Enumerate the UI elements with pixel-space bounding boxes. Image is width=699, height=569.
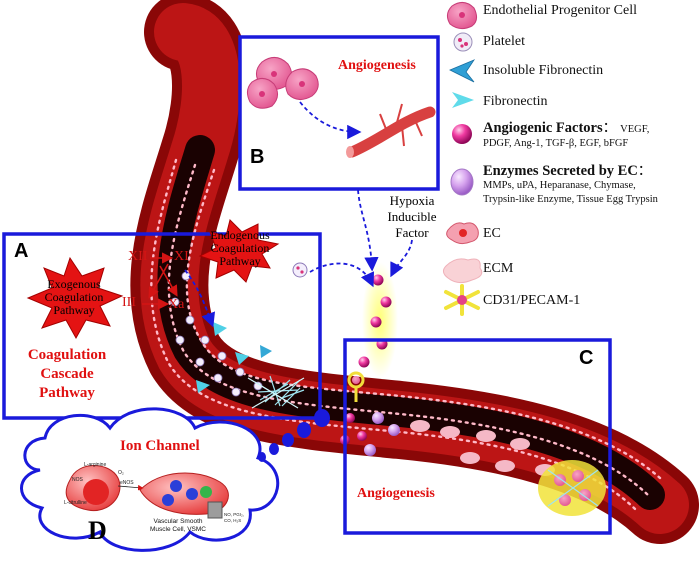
legend-angio-colon: ： (602, 121, 617, 136)
legend-enzymes-colon: ： (637, 164, 652, 179)
hif-line-2: Inducible (387, 209, 437, 224)
endo-line-2: Coagulation (210, 241, 270, 255)
legend-platelet-label: Platelet (483, 34, 525, 49)
no-line-1: NO, PGI₂, (224, 512, 244, 517)
panel-b-down-arrow-2 (390, 239, 413, 278)
exogenous-star (26, 256, 124, 340)
legend-platelet: Platelet (483, 34, 525, 49)
coagulation-factor-arrows (142, 252, 178, 310)
hif-line-3: Factor (395, 225, 429, 240)
panel-b-sprouting-vessel (346, 103, 436, 158)
vsmc-line-2: Muscle Cell, VSMC (150, 526, 206, 533)
panel-d-title: Ion Channel (120, 438, 200, 454)
panel-c-molecules (340, 412, 555, 476)
legend-fn-label: Fibronectin (483, 94, 548, 109)
enzyme-icon (450, 168, 474, 196)
legend-epc: Endothelial Progenitor Cell (483, 3, 637, 18)
no-line-2: CO, H₂S (224, 518, 242, 523)
panel-b-down-arrow-1 (357, 189, 379, 272)
legend-insoluble-fn-label: Insoluble Fibronectin (483, 63, 604, 78)
endogenous-star (198, 219, 280, 283)
panel-a-title-1: Coagulation (27, 347, 107, 363)
label-l-citrulline: L-citrulline (64, 500, 87, 506)
panel-b-epc-cells (246, 57, 319, 109)
label-nos: NOS (72, 477, 83, 483)
exogenous-label: Exogenous Coagulation Pathway (28, 278, 120, 317)
cloud-connector-dots (258, 409, 330, 462)
legend-angio-factors: Angiogenic Factors： VEGF, PDGF, Ang-1, T… (483, 121, 697, 151)
endo-line-3: Pathway (219, 254, 261, 268)
cd31-icon (444, 284, 480, 316)
panel-d-cells (65, 465, 229, 519)
fibronectin-marks (196, 322, 272, 393)
legend-epc-label: Endothelial Progenitor Cell (483, 3, 637, 18)
cd31-cluster (538, 460, 606, 516)
legend-insoluble-fn: Insoluble Fibronectin (483, 63, 603, 78)
legend-ecm: ECM (483, 261, 513, 276)
fibrin-clot (247, 375, 305, 409)
panel-d-letter: D (88, 516, 107, 545)
no-label: NO, PGI₂, CO, H₂S (224, 512, 244, 524)
legend-enzymes-list-b: Trypsin-like Enzyme, Tissue Egg Trypsin (483, 194, 658, 205)
panel-c-letter: C (579, 347, 594, 369)
legend-cd31-label: CD31/PECAM-1 (483, 293, 581, 308)
panel-a-letter: A (14, 240, 29, 262)
legend-ecm-label: ECM (483, 261, 514, 276)
label-o2: O₂ (118, 470, 124, 476)
legend-ec: EC (483, 226, 501, 241)
hif-line-1: Hypoxia (389, 193, 435, 208)
lumen-platelets (170, 271, 263, 397)
panel-a-title-3: Pathway (39, 385, 95, 401)
legend-angio-factors-list-a: VEGF, (620, 124, 650, 135)
label-enos: eNOS (120, 480, 134, 486)
endogenous-label: Endogenous Coagulation Pathway (196, 229, 284, 268)
platelet-icon (453, 32, 473, 52)
legend-angio-factors-list-b: PDGF, Ang-1, TGF-β, EGF, bFGF (483, 138, 629, 149)
fibronectin-icon (452, 92, 474, 108)
panel-a-platelet (292, 262, 308, 278)
exo-line-1: Exogenous (47, 277, 101, 291)
legend-enzymes: Enzymes Secreted by EC： MMPs, uPA, Hepar… (483, 164, 697, 207)
factor-xa: Xa (168, 297, 185, 312)
panel-a-title-2: Cascade (40, 366, 94, 382)
insoluble-fibronectin-icon (449, 59, 476, 83)
legend-fn: Fibronectin (483, 94, 548, 109)
angiogenic-factor-icon (452, 124, 472, 144)
panel-c-title: Angiogenesis (357, 486, 435, 501)
ecm-icon (442, 258, 483, 284)
vsmc-line-1: Vascular Smooth (153, 518, 203, 525)
label-l-arginine: L-arginine (84, 462, 107, 468)
factor-iii: III (122, 295, 136, 310)
legend-enzymes-list-a: MMPs, uPA, Heparanase, Chymase, (483, 180, 636, 191)
endogenous-to-epc-arrow (309, 262, 374, 288)
panel-c-frame (343, 338, 612, 535)
legend-angio-factors-title: Angiogenic Factors (483, 120, 603, 136)
hif-label: Hypoxia Inducible Factor (376, 193, 448, 241)
endo-line-1: Endogenous (210, 228, 270, 242)
vsmc-label: Vascular Smooth Muscle Cell, VSMC (138, 518, 218, 534)
panel-b-arrow (299, 101, 362, 140)
panel-b-title: Angiogenesis (338, 58, 416, 73)
exo-line-2: Coagulation (44, 290, 104, 304)
panel-b-letter: B (250, 146, 265, 168)
panel-a-title: Coagulation Cascade Pathway (8, 346, 126, 403)
epc-migration-chain (347, 262, 398, 402)
legend-cd31: CD31/PECAM-1 (483, 293, 580, 308)
legend-icons (442, 2, 483, 316)
legend-ec-label: EC (483, 226, 501, 241)
exo-line-3: Pathway (53, 303, 95, 317)
legend-enzymes-title: Enzymes Secreted by EC (483, 163, 638, 179)
factor-xii: XII (128, 249, 148, 264)
factor-xi: XI (174, 249, 189, 264)
